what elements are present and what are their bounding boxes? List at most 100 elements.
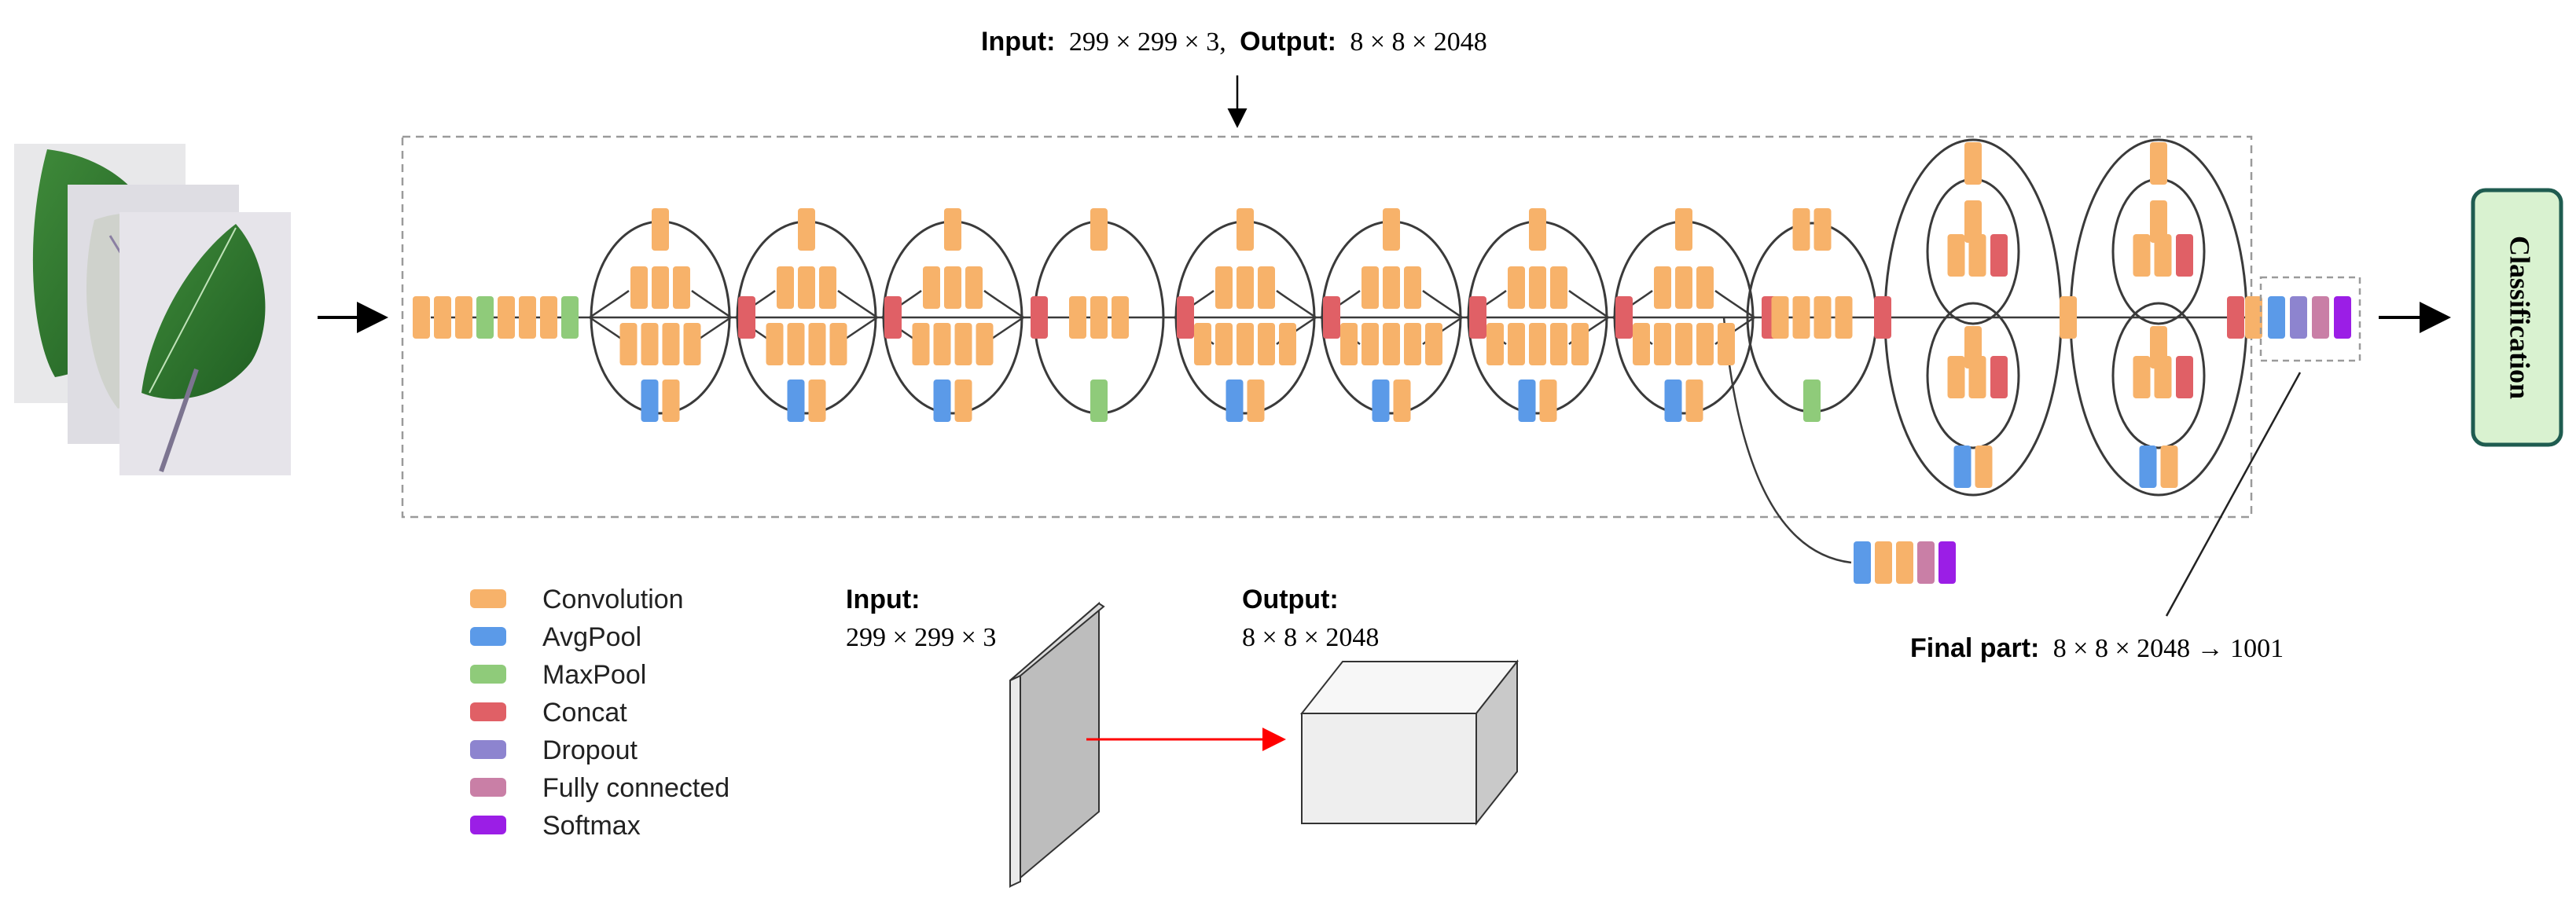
module-5-conv-block (1361, 266, 1379, 309)
io-output-label: Output: (1242, 585, 1339, 614)
legend-label: Fully connected (542, 773, 729, 803)
branch-edge (1276, 290, 1317, 319)
module-7-pool-block (1685, 380, 1703, 422)
module-1-conv-block (766, 323, 784, 365)
input-slab (1009, 601, 1105, 889)
legend-swatch (470, 702, 506, 721)
module-6-conv-block (1486, 323, 1504, 365)
io-input-value: 299 × 299 × 3 (846, 623, 996, 652)
legend-label: Concat (542, 698, 627, 728)
svg-text:Input: 299 × 299 × 3,: Input: 299 × 299 × 3, Output: 8 × 8 × 20… (981, 27, 1487, 57)
module-4-conv-block (1237, 208, 1254, 251)
module-2-conv-block (933, 323, 951, 365)
module-4-conv-block (1194, 323, 1211, 365)
io-input-label: Input: (846, 585, 920, 614)
branch-edge (1714, 290, 1755, 319)
module-7-conv-block (1696, 323, 1714, 365)
module-0-conv-block (652, 208, 669, 251)
module-8-conv-block (1813, 296, 1832, 339)
classification-box: Classification (2471, 188, 2563, 447)
legend: ConvolutionAvgPoolMaxPoolConcatDropoutFu… (470, 585, 729, 841)
module-4-concat-block (1323, 296, 1340, 339)
module-10-concat-block (2176, 234, 2193, 277)
module-1-conv-block (798, 266, 815, 309)
module-5-conv-block (1383, 323, 1400, 365)
legend-swatch (470, 627, 506, 646)
aux-head-block (1917, 541, 1935, 584)
branch-edge (983, 290, 1024, 319)
module-9-pool-block (1975, 446, 1993, 488)
header-input-label: Input: (981, 27, 1055, 57)
branch-edge (1722, 317, 1852, 564)
module-6-conv-block (1529, 323, 1546, 365)
module-8-concat-block (1874, 296, 1891, 339)
aux-head-block (1896, 541, 1913, 584)
legend-label: Dropout (542, 735, 638, 765)
module-3-conv-block (1090, 296, 1108, 339)
module-4-conv-block (1215, 266, 1233, 309)
header-output-value: 8 × 8 × 2048 (1350, 28, 1486, 57)
stem-conv-block (455, 296, 472, 339)
module-7-conv-block (1654, 323, 1671, 365)
module-0-conv-block (662, 323, 680, 365)
module-8-conv-block (1792, 296, 1810, 339)
module-8-pool-block (1803, 380, 1821, 422)
header-input-value: 299 × 299 × 3, (1069, 28, 1226, 57)
module-0-conv-block (683, 323, 701, 365)
module-0-conv-block (619, 323, 638, 365)
module-10-conv-block (2150, 200, 2167, 243)
module-2-conv-block (923, 266, 940, 309)
module-1-conv-block (798, 208, 815, 251)
module-4-conv-block (1258, 266, 1275, 309)
classification-rect (2471, 188, 2563, 447)
module-4-conv-block (1258, 323, 1275, 365)
module-1-conv-block (777, 266, 794, 309)
module-3-concat-block (1177, 296, 1194, 339)
svg-text:Final part: 8 × 8 × 2048: Final part: 8 × 8 × 2048 → 1001 (1910, 633, 2284, 663)
module-4-pool-block (1226, 380, 1244, 422)
legend-label: Convolution (542, 585, 684, 614)
module-6-conv-block (1550, 323, 1567, 365)
module-2-concat-block (1031, 296, 1048, 339)
module-10-conv-block (2154, 356, 2172, 398)
stem-maxpool-block (476, 296, 494, 339)
module-3-conv-block (1090, 208, 1108, 251)
module-9-conv-block (1968, 356, 1986, 398)
module-7-conv-block (1675, 266, 1692, 309)
aux-head-block (1854, 541, 1871, 584)
module-7-conv-block (1633, 323, 1650, 365)
module-5-conv-block (1340, 323, 1358, 365)
legend-swatch (470, 740, 506, 759)
module-1-conv-block (829, 323, 847, 365)
final-part-annotation: Final part: 8 × 8 × 2048 → 1001 (1910, 372, 2302, 663)
branch-edge (1568, 290, 1609, 319)
module-1-pool-block (787, 380, 805, 422)
final-head-block (2290, 296, 2307, 339)
module-5-pool-block (1393, 380, 1411, 422)
module-9-conv-block (1964, 142, 1982, 185)
module-4-conv-block (1215, 323, 1233, 365)
module-10-conv-block (2133, 234, 2151, 277)
module-9-conv-block (1964, 200, 1982, 243)
module-1-conv-block (808, 323, 826, 365)
legend-swatch (470, 589, 506, 608)
module-6-conv-block (1571, 323, 1589, 365)
module-9-conv-block (1947, 356, 1965, 398)
module-0-pool-block (641, 380, 659, 422)
module-2-conv-block (954, 323, 972, 365)
aux-head-block (1875, 541, 1892, 584)
module-4-conv-block (1237, 266, 1254, 309)
network-blocks (413, 142, 2351, 584)
module-10-conv-block (2154, 234, 2172, 277)
module-6-conv-block (1550, 266, 1567, 309)
leaf-image-3 (119, 212, 291, 475)
module-0-conv-block (630, 266, 648, 309)
module-9-concat-block (1990, 356, 2008, 398)
branch-edge (691, 290, 732, 319)
input-leaf-images (14, 144, 291, 475)
module-1-pool-block (808, 380, 826, 422)
branch-edge (589, 290, 630, 319)
module-5-conv-block (1404, 323, 1421, 365)
stem-conv-block (434, 296, 451, 339)
